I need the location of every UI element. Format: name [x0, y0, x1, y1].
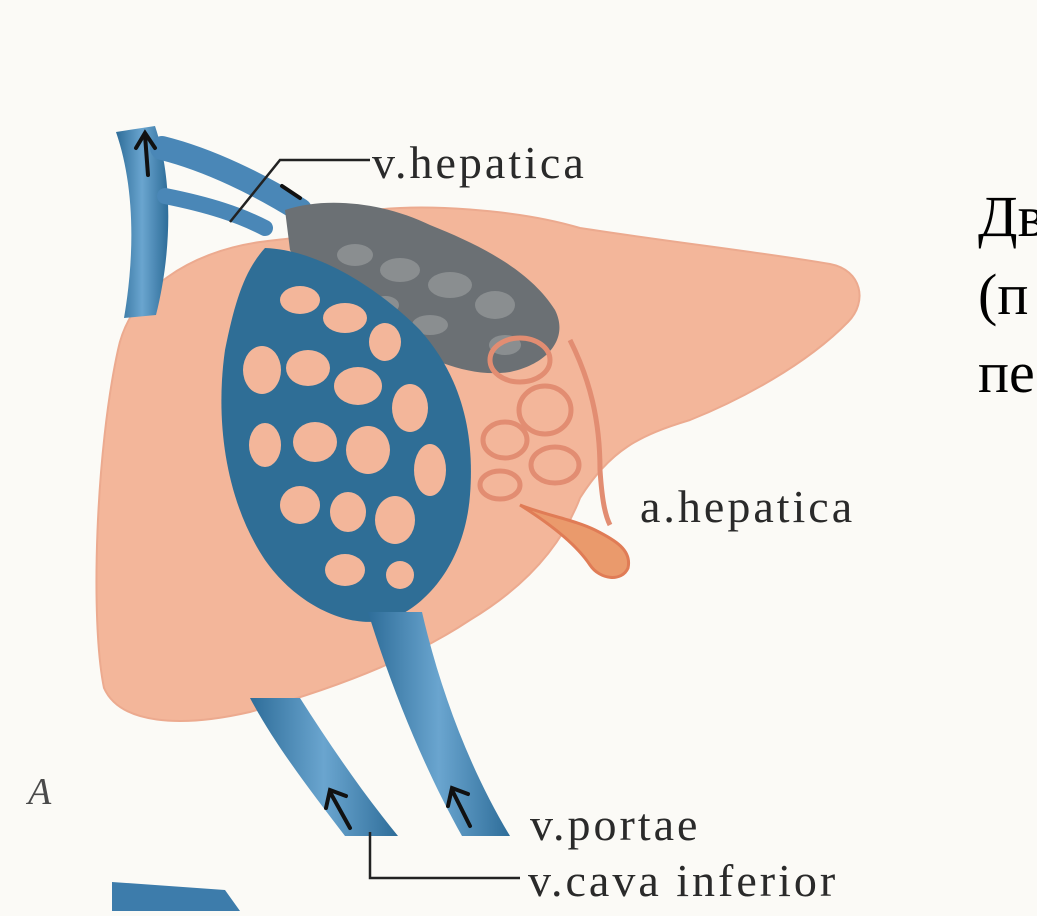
vena-cava-lower: [250, 698, 398, 836]
label-portal-vein: v.portae: [530, 802, 700, 848]
label-hepatic-vein: v.hepatica: [372, 140, 587, 186]
side-text-line-1: Дв: [978, 178, 1037, 256]
label-inferior-vena-cava: v.cava inferior: [528, 858, 838, 904]
portal-vein-trunk: [368, 612, 510, 836]
cropped-side-text: Дв (п пе: [978, 178, 1037, 412]
panel-letter: A: [28, 770, 51, 814]
side-text-line-3: пе: [978, 334, 1037, 412]
hepatic-vein-branch-2: [165, 196, 265, 228]
vena-cava-bottom-stub: [112, 882, 240, 911]
side-text-line-2: (п: [978, 256, 1037, 334]
label-hepatic-artery: a.hepatica: [640, 484, 855, 530]
